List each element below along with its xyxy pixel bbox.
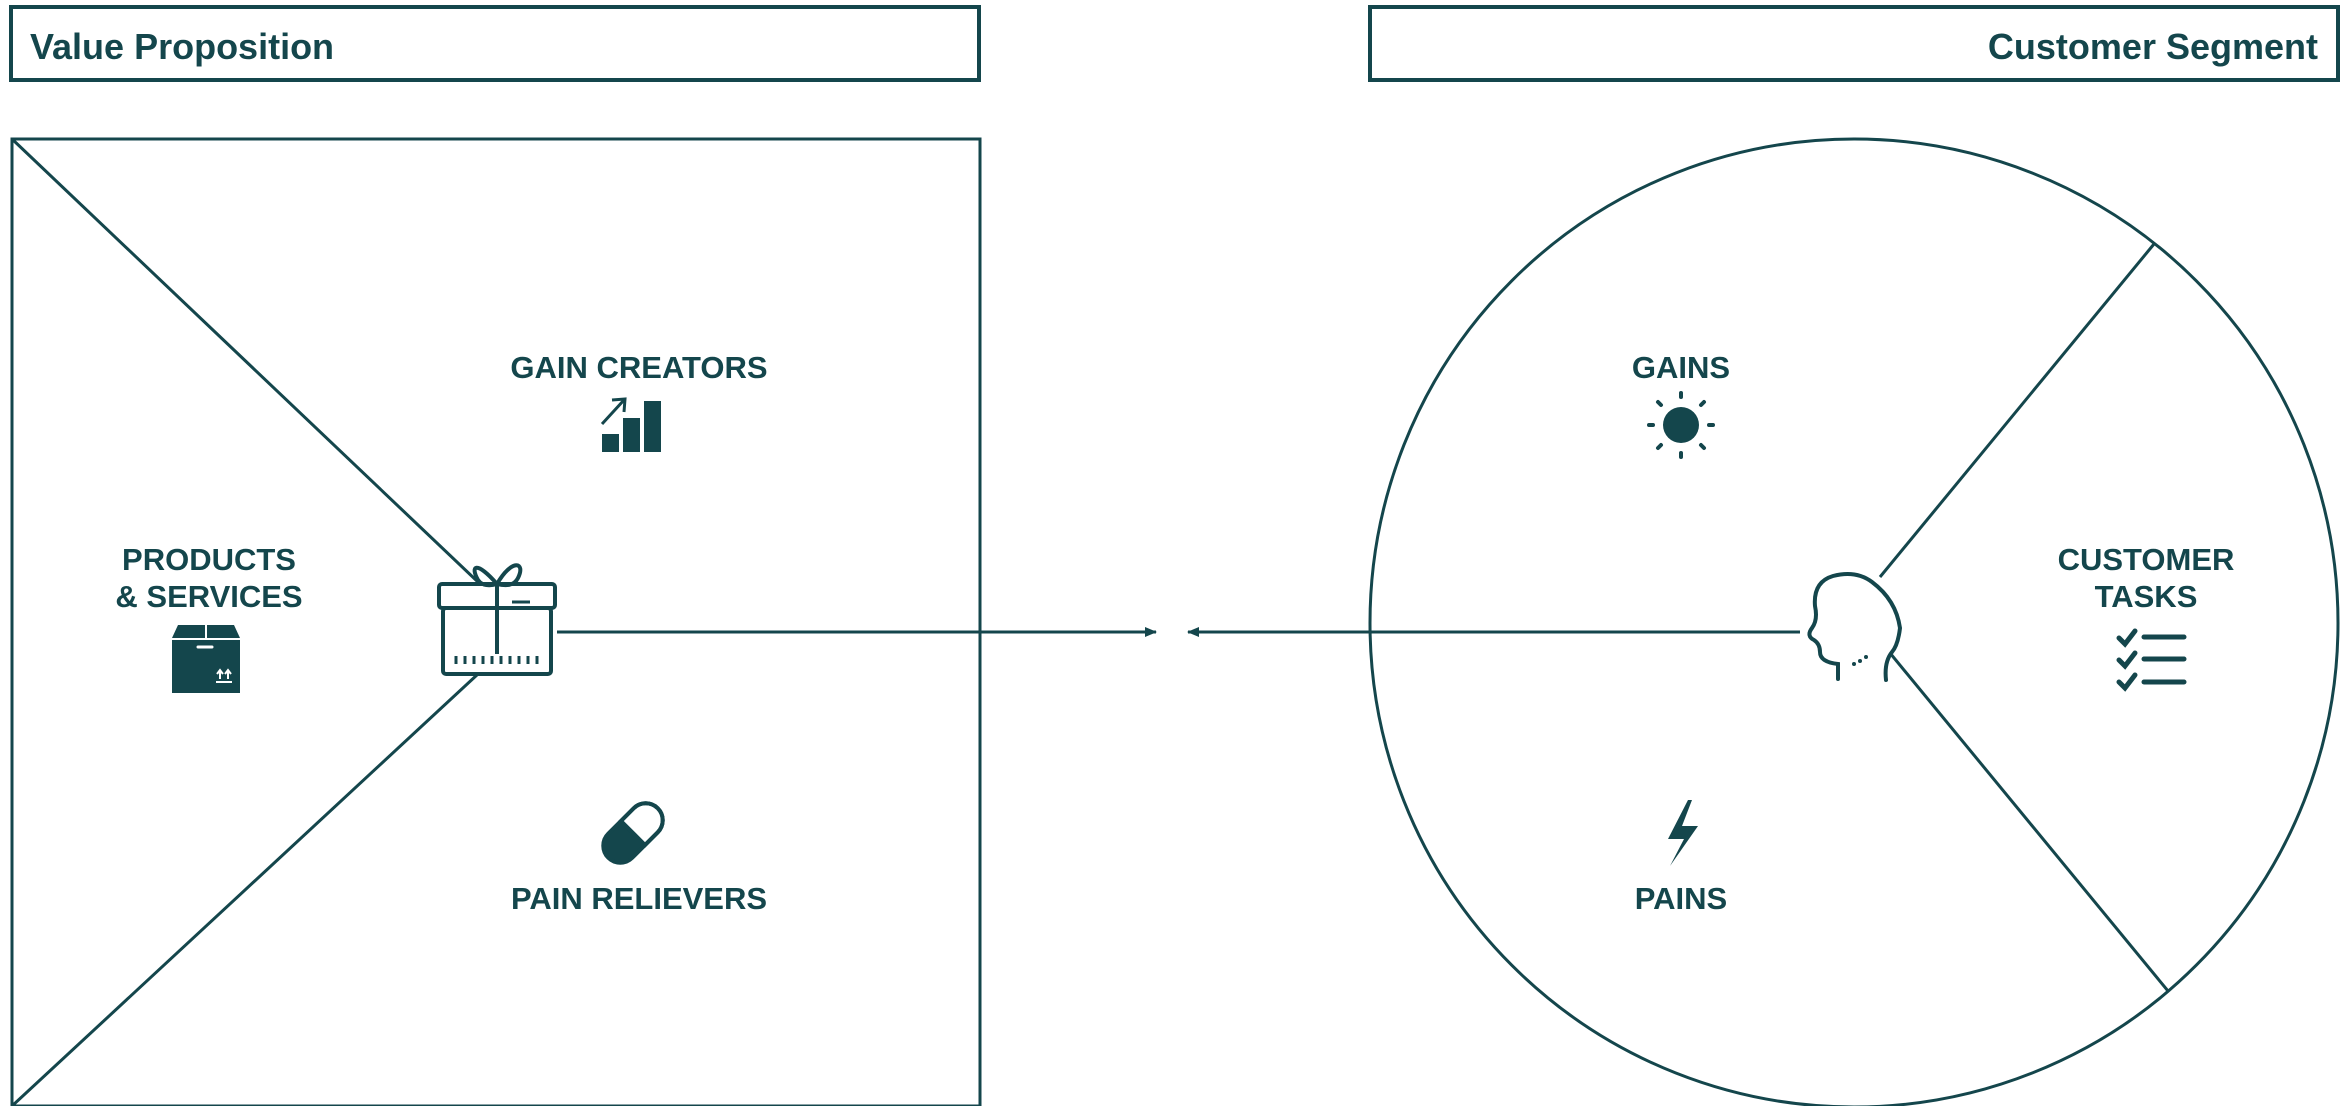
head-icon [1807,572,1903,682]
value-map: GAIN CREATORS PRODUCTS & SERVICES [10,137,982,1106]
sun-icon [1647,391,1715,459]
products-services-label-line2: & SERVICES [115,579,302,614]
lightning-icon [1668,800,1698,866]
pains-label: PAINS [1635,881,1727,916]
value-map-square [10,137,982,1106]
customer-profile: GAINS CUSTOMER TASKS [1368,137,2340,1106]
pain-relievers-label: PAIN RELIEVERS [511,881,767,916]
customer-tasks-label-line2: TASKS [2095,579,2198,614]
growth-chart-icon [600,397,661,452]
gain-creators-label: GAIN CREATORS [510,350,767,385]
gains-label: GAINS [1632,350,1730,385]
checklist-icon [2116,628,2187,692]
customer-segment-header: Customer Segment [1368,5,2340,82]
customer-tasks-label-line1: CUSTOMER [2058,542,2235,577]
customer-profile-divider-top [1878,243,2156,578]
gift-icon [437,563,557,676]
value-map-divider-bottom [10,672,480,1106]
customer-profile-circle [1368,137,2340,1106]
customer-profile-divider-bottom [1888,652,2170,992]
head-icon-detail [1852,655,1868,666]
customer-segment-title: Customer Segment [1988,26,2318,67]
box-icon [172,625,240,693]
value-proposition-title: Value Proposition [30,26,334,67]
value-map-divider-top [10,137,480,584]
value-proposition-header: Value Proposition [9,5,981,82]
products-services-label-line1: PRODUCTS [122,542,296,577]
pill-icon [601,801,665,865]
